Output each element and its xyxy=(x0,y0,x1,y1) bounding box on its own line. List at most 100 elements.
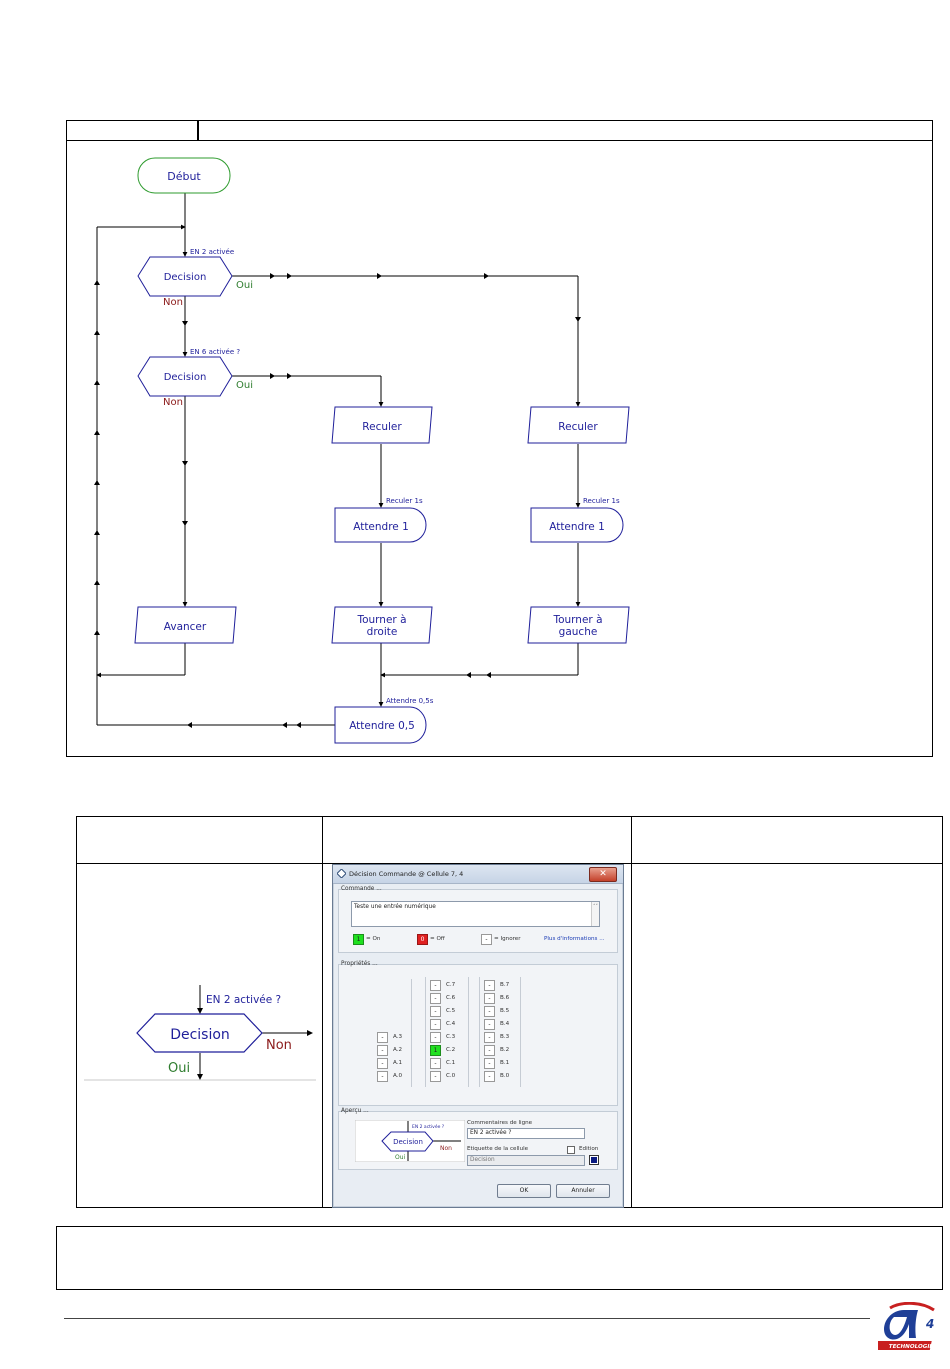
port-c-bit-toggle[interactable]: - xyxy=(430,1019,441,1030)
legend-off-label: = Off xyxy=(430,936,445,942)
dialog-app-icon xyxy=(337,869,346,878)
port-c-bit-toggle[interactable]: 1 xyxy=(430,1045,441,1056)
commande-scrollbar[interactable]: ˄˅ xyxy=(591,902,599,926)
attendre-left-comment: Reculer 1s xyxy=(386,497,423,505)
port-b-bit-toggle[interactable]: - xyxy=(484,993,495,1004)
line-comment-input[interactable]: EN 2 activée ? xyxy=(467,1128,585,1139)
reculer-left-label: Reculer xyxy=(362,421,402,433)
port-a-bit-toggle[interactable]: - xyxy=(377,1045,388,1056)
dialog-titlebar[interactable]: Décision Commande @ Cellule 7, 4 ✕ xyxy=(333,865,623,884)
port-a-bit-toggle[interactable]: - xyxy=(377,1058,388,1069)
port-b-bit-toggle[interactable]: - xyxy=(484,1006,495,1017)
legend-off-box: 0 xyxy=(417,934,428,945)
port-c-bit-toggle[interactable]: - xyxy=(430,1032,441,1043)
port-a-bit-toggle[interactable]: - xyxy=(377,1032,388,1043)
port-a-bit-label: A.0 xyxy=(393,1073,403,1079)
zoom-decision-label: Decision xyxy=(170,1027,230,1043)
cancel-button[interactable]: Annuler xyxy=(556,1184,610,1198)
decision-dialog: Décision Commande @ Cellule 7, 4 ✕ Comma… xyxy=(332,864,624,1208)
port-c-bit-label: C.1 xyxy=(446,1060,456,1066)
port-b-bit-label: B.6 xyxy=(500,995,510,1001)
decision2-yes: Oui xyxy=(236,380,253,391)
port-c-bit-label: C.6 xyxy=(446,995,456,1001)
legend-on-box: 1 xyxy=(353,934,364,945)
port-b-bit-toggle[interactable]: - xyxy=(484,1045,495,1056)
start-label: Début xyxy=(167,170,201,183)
props-group-label: Propriétés ... xyxy=(341,961,378,967)
more-info-link[interactable]: Plus d'informations ... xyxy=(544,936,605,942)
reculer-right-label: Reculer xyxy=(558,421,598,433)
port-b-bit-label: B.0 xyxy=(500,1073,510,1079)
cell-label-input[interactable]: Decision xyxy=(467,1155,585,1166)
line-comment-label: Commentaires de ligne xyxy=(467,1120,533,1126)
port-c-bit-label: C.2 xyxy=(446,1047,456,1053)
port-c-bit-label: C.7 xyxy=(446,982,456,988)
attendre-final-comment: Attendre 0,5s xyxy=(386,697,434,705)
attendre-right-comment: Reculer 1s xyxy=(583,497,620,505)
svg-text:TECHNOLOGIE: TECHNOLOGIE xyxy=(889,1344,934,1350)
top-header-cell-left xyxy=(66,120,199,141)
port-c-bit-toggle[interactable]: - xyxy=(430,993,441,1004)
port-b-bit-toggle[interactable]: - xyxy=(484,1019,495,1030)
zoom-decision-no: Non xyxy=(266,1038,292,1053)
cell-label-label: Etiquette de la cellule xyxy=(467,1146,529,1152)
bottom-note-box xyxy=(56,1226,943,1290)
port-a-bit-label: A.2 xyxy=(393,1047,403,1053)
port-c-bit-toggle[interactable]: - xyxy=(430,1071,441,1082)
port-c-bit-toggle[interactable]: - xyxy=(430,1058,441,1069)
legend-ignore-box: - xyxy=(481,934,492,945)
preview-comment: EN 2 activée ? xyxy=(412,1123,445,1130)
line-comment-value: EN 2 activée ? xyxy=(470,1130,512,1136)
port-b-bit-label: B.5 xyxy=(500,1008,510,1014)
attendre-left-label: Attendre 1 xyxy=(353,521,409,533)
decision2-no: Non xyxy=(163,397,183,408)
commande-text[interactable]: Teste une entrée numérique ˄˅ xyxy=(351,901,600,927)
port-b-column xyxy=(479,977,521,1087)
decision1-no: Non xyxy=(163,297,183,308)
port-b-bit-label: B.2 xyxy=(500,1047,510,1053)
edition-label: Edition xyxy=(579,1146,599,1152)
port-a-bit-label: A.3 xyxy=(393,1034,403,1040)
avancer-label: Avancer xyxy=(164,621,207,633)
tourner-gauche-line1: Tourner à xyxy=(552,614,602,626)
apercu-group-label: Aperçu ... xyxy=(341,1108,369,1114)
port-c-bit-toggle[interactable]: - xyxy=(430,1006,441,1017)
legend-on-label: = On xyxy=(366,936,381,942)
preview-no: Non xyxy=(440,1145,452,1152)
decision1-yes: Oui xyxy=(236,280,253,291)
port-b-bit-toggle[interactable]: - xyxy=(484,1071,495,1082)
preview-diagram: Decision EN 2 activée ? Non Oui xyxy=(355,1120,465,1162)
tourner-droite-line1: Tourner à xyxy=(356,614,406,626)
port-b-bit-toggle[interactable]: - xyxy=(484,980,495,991)
port-a-bit-label: A.1 xyxy=(393,1060,403,1066)
table-col-divider-1 xyxy=(322,816,323,1207)
port-c-bit-toggle[interactable]: - xyxy=(430,980,441,991)
footer-rule xyxy=(64,1318,870,1319)
zoom-decision-comment: EN 2 activée ? xyxy=(206,994,281,1006)
dialog-title: Décision Commande @ Cellule 7, 4 xyxy=(349,870,464,878)
table-col-divider-2 xyxy=(631,816,632,1207)
dialog-close-button[interactable]: ✕ xyxy=(589,867,617,882)
decision1-label: Decision xyxy=(164,272,207,283)
preview-yes: Oui xyxy=(395,1154,406,1161)
port-c-bit-label: C.3 xyxy=(446,1034,456,1040)
port-b-bit-toggle[interactable]: - xyxy=(484,1058,495,1069)
port-b-bit-toggle[interactable]: - xyxy=(484,1032,495,1043)
flowchart-frame xyxy=(66,140,933,757)
table-header-divider xyxy=(76,863,942,864)
ok-button-label: OK xyxy=(519,1187,529,1194)
zoom-decision-yes: Oui xyxy=(168,1061,190,1076)
port-c-column xyxy=(425,977,469,1087)
attendre-final-label: Attendre 0,5 xyxy=(349,720,415,732)
preview-label: Decision xyxy=(393,1138,423,1146)
port-a-bit-toggle[interactable]: - xyxy=(377,1071,388,1082)
port-b-bit-label: B.3 xyxy=(500,1034,510,1040)
close-icon: ✕ xyxy=(599,869,607,879)
port-b-bit-label: B.1 xyxy=(500,1060,510,1066)
decision1-comment: EN 2 activée xyxy=(190,248,234,256)
edition-checkbox[interactable] xyxy=(567,1146,575,1154)
cancel-button-label: Annuler xyxy=(571,1187,595,1194)
ok-button[interactable]: OK xyxy=(497,1184,551,1198)
color-picker-button[interactable] xyxy=(589,1155,599,1165)
port-a-column xyxy=(373,979,412,1087)
